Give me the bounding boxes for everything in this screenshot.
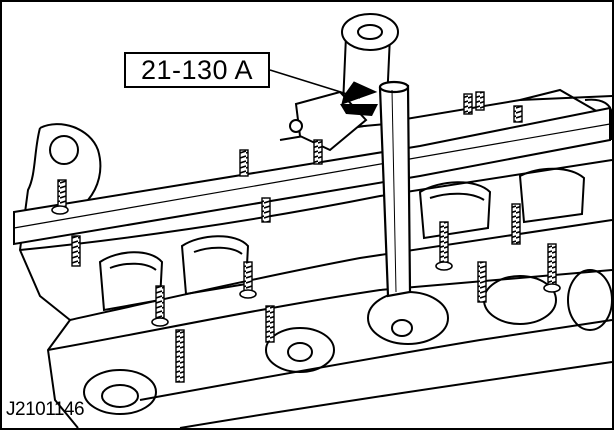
cylinder-head-body [18, 88, 613, 429]
fuel-rail [13, 98, 613, 246]
valve-seats [83, 269, 613, 415]
tool-callout-label: 21-130 A [124, 52, 270, 88]
callout-leader-arrow [269, 69, 378, 116]
figure-id: J2101146 [6, 399, 85, 420]
bolt-heads [51, 205, 561, 327]
cylinder-head-studs [57, 91, 557, 383]
special-tool-rod [378, 80, 412, 298]
